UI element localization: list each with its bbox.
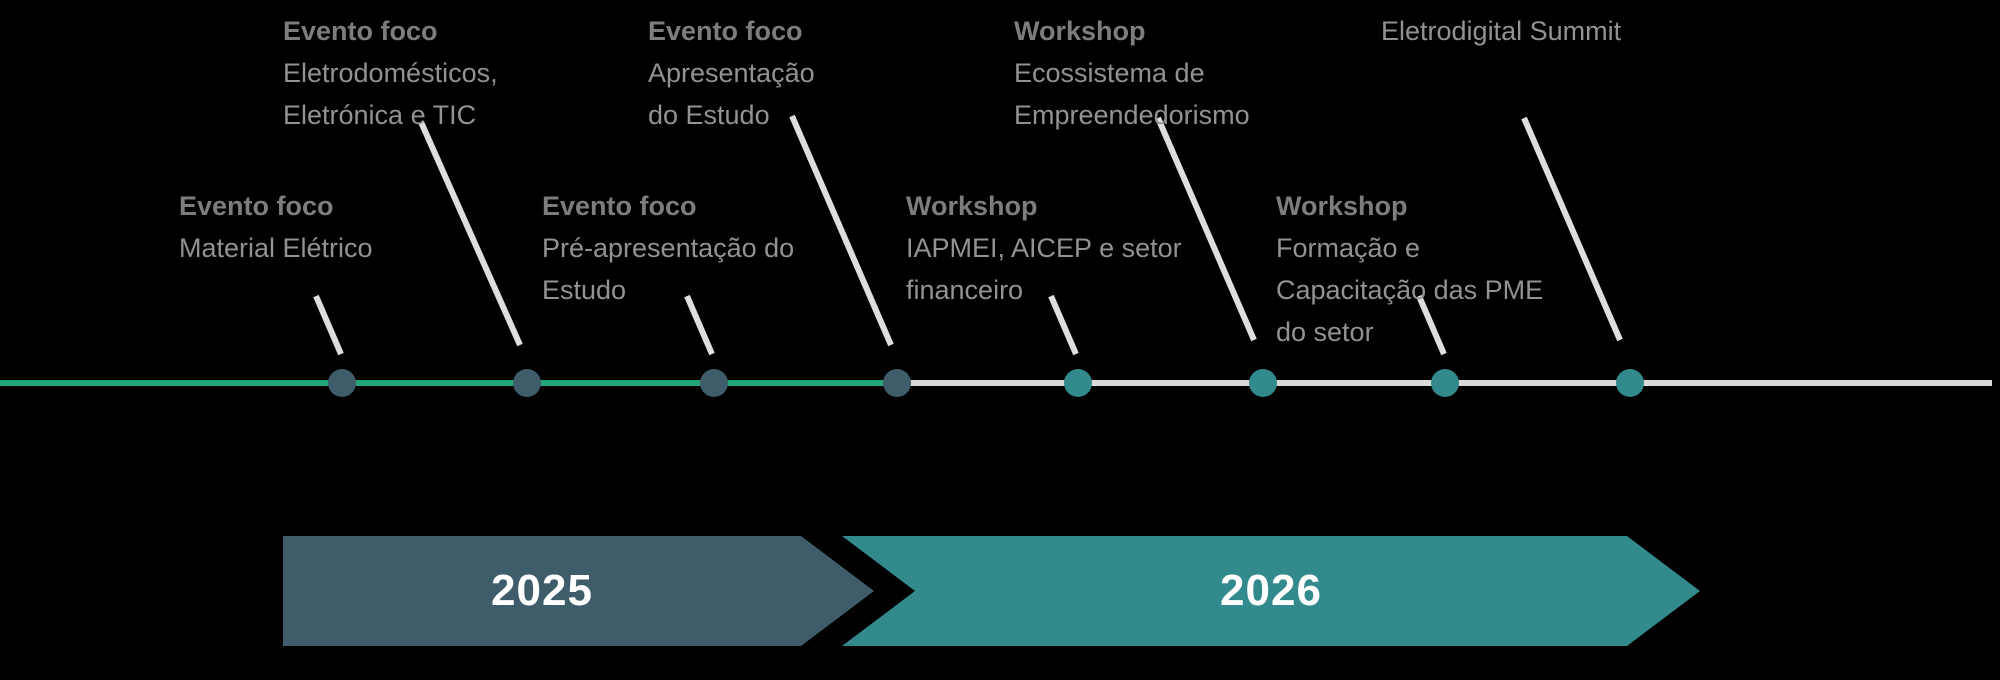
event-detail: Ecossistema de Empreendedorismo xyxy=(1014,58,1250,130)
event-detail: IAPMEI, AICEP e setor financeiro xyxy=(906,233,1182,305)
event-detail: Apresentação do Estudo xyxy=(648,58,815,130)
milestone-dot-8 xyxy=(1616,369,1644,397)
milestone-dot-4 xyxy=(883,369,911,397)
event-label-5: Workshop IAPMEI, AICEP e setor financeir… xyxy=(906,185,1182,311)
event-label-1: Evento foco Material Elétrico xyxy=(179,185,373,269)
event-label-4: Evento foco Apresentação do Estudo xyxy=(648,10,815,136)
event-detail: Pré-apresentação do Estudo xyxy=(542,233,795,305)
event-label-7: Workshop Formação e Capacitação das PME … xyxy=(1276,185,1543,353)
milestone-dot-1 xyxy=(328,369,356,397)
event-heading: Evento foco xyxy=(542,191,697,221)
leader-line-4 xyxy=(789,114,894,347)
milestone-dot-7 xyxy=(1431,369,1459,397)
milestone-dot-6 xyxy=(1249,369,1277,397)
era-banner-2025: 2025 xyxy=(283,536,874,646)
event-detail: Eletrodomésticos, Eletrónica e TIC xyxy=(283,58,498,130)
event-label-6: Workshop Ecossistema de Empreendedorismo xyxy=(1014,10,1250,136)
leader-line-1 xyxy=(313,294,344,356)
event-heading: Workshop xyxy=(1014,16,1146,46)
event-heading: Evento foco xyxy=(179,191,334,221)
event-detail: Material Elétrico xyxy=(179,233,373,263)
event-heading: Workshop xyxy=(1276,191,1408,221)
event-label-8: Eletrodigital Summit xyxy=(1381,10,1621,52)
event-heading: Evento foco xyxy=(648,16,803,46)
event-heading: Evento foco xyxy=(283,16,438,46)
event-label-3: Evento foco Pré-apresentação do Estudo xyxy=(542,185,794,311)
event-label-2: Evento foco Eletrodomésticos, Eletrónica… xyxy=(283,10,498,136)
milestone-dot-5 xyxy=(1064,369,1092,397)
leader-line-2 xyxy=(418,120,523,347)
timeline-track xyxy=(0,380,2000,386)
milestone-dot-3 xyxy=(700,369,728,397)
event-detail: Formação e Capacitação das PME do setor xyxy=(1276,233,1544,347)
era-banner-2026: 2026 xyxy=(842,536,1700,646)
era-label-2025: 2025 xyxy=(491,566,593,615)
event-detail: Eletrodigital Summit xyxy=(1381,16,1622,46)
milestone-dot-2 xyxy=(513,369,541,397)
timeline-track-2025-segment xyxy=(0,380,897,386)
era-label-2026: 2026 xyxy=(1220,566,1322,615)
event-heading: Workshop xyxy=(906,191,1038,221)
